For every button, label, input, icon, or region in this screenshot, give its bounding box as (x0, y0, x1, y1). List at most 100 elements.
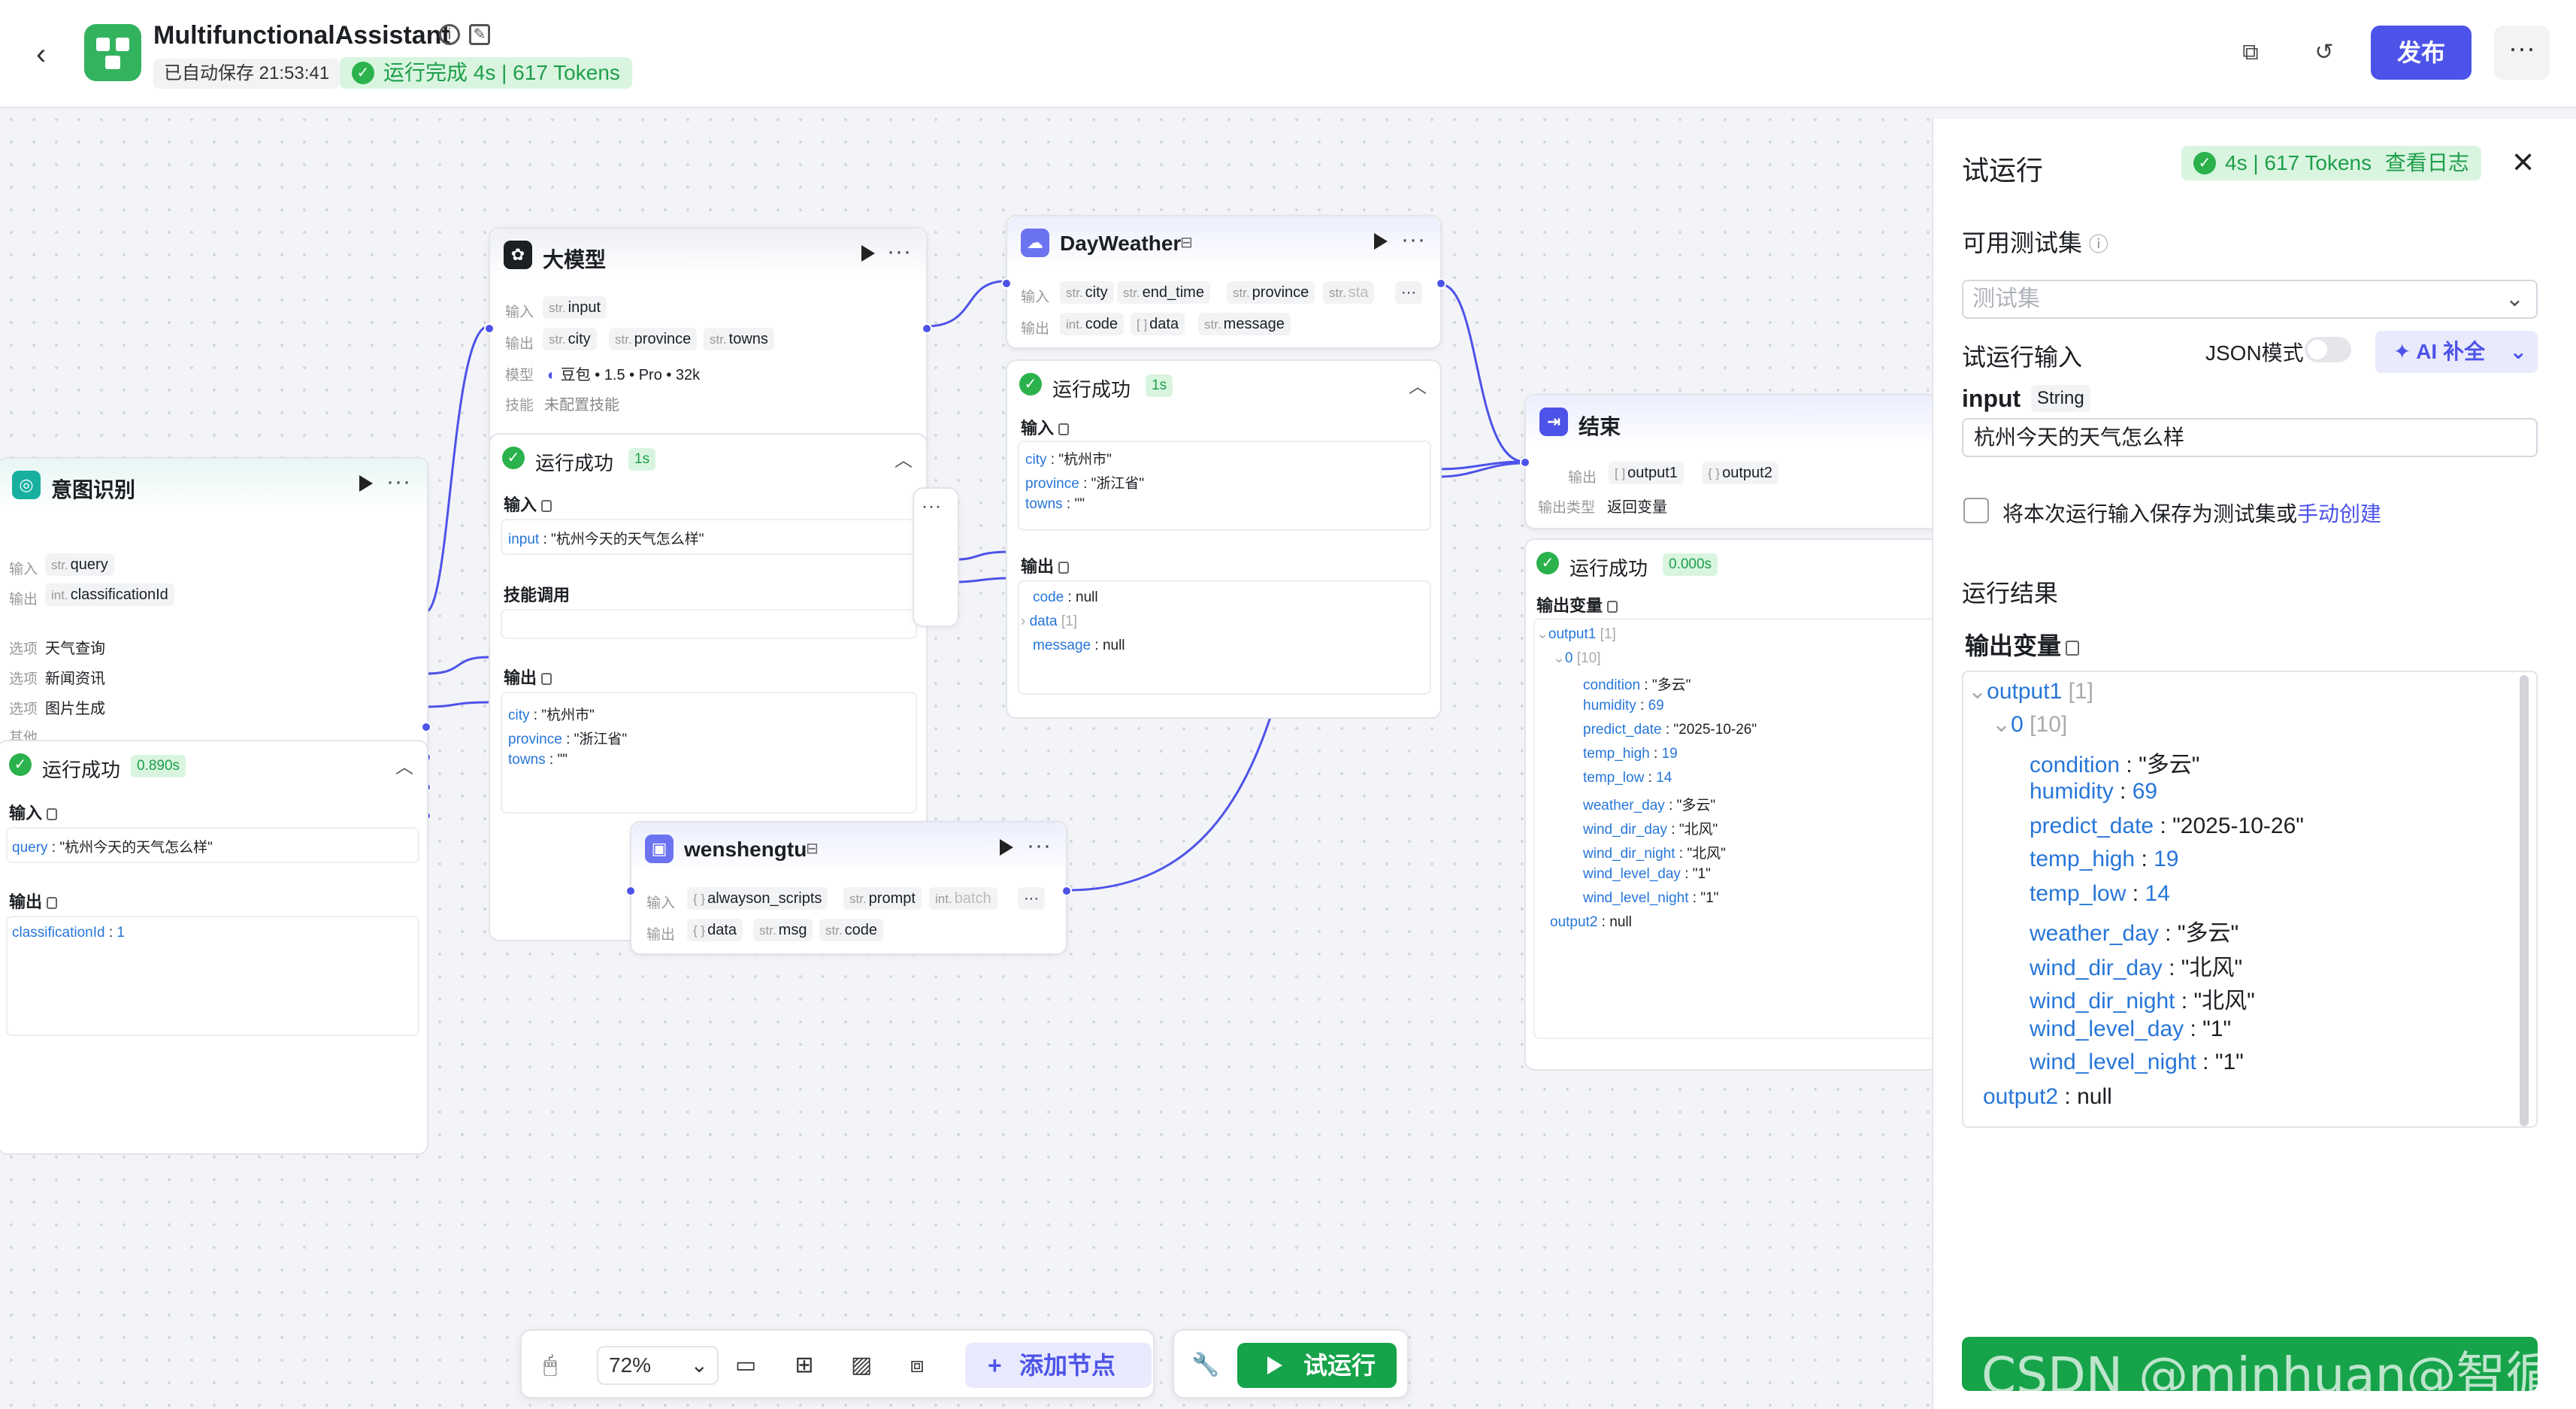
weather-input-line: towns : "" (1025, 496, 1085, 512)
input-port[interactable] (1001, 278, 1012, 289)
check-icon: ✓ (1536, 552, 1559, 574)
result-line: output2 : null (1983, 1084, 2112, 1109)
comment-icon[interactable]: ▭ (734, 1353, 757, 1377)
input-port[interactable] (1520, 457, 1530, 468)
testset-select[interactable]: 测试集⌄ (1962, 280, 2538, 319)
run-node-icon[interactable] (359, 475, 373, 492)
copy-icon (541, 673, 552, 686)
intent-output-value: classificationId : 1 (12, 925, 125, 941)
run-node-icon[interactable] (861, 245, 875, 262)
run-toolbar: 🔧 试运行 (1173, 1329, 1409, 1398)
result-scrollbar[interactable] (2520, 675, 2529, 1126)
end-var-line[interactable]: ⌄output1 [1] (1536, 626, 1616, 642)
check-icon: ✓ (1019, 373, 1042, 395)
end-var-line: condition : "多云" (1583, 677, 1691, 693)
weather-input-line: city : "杭州市" (1025, 452, 1112, 468)
run-footer-button[interactable] (1962, 1337, 2538, 1391)
output-port[interactable] (421, 722, 431, 732)
output-port[interactable] (922, 323, 932, 334)
node-more-icon[interactable]: ··· (386, 469, 411, 494)
input-value-field[interactable]: 杭州今天的天气怎么样 (1962, 418, 2538, 457)
node-more-icon[interactable]: ··· (887, 239, 912, 264)
option-image: 图片生成 (45, 701, 105, 717)
output-port[interactable] (1061, 886, 1072, 896)
copy-icon[interactable]: ⧉ (2242, 40, 2259, 65)
result-line: wind_level_night : "1" (2030, 1050, 2244, 1074)
collapse-icon[interactable]: ︿ (1409, 377, 1427, 397)
zoom-select[interactable]: 72%⌄ (597, 1346, 719, 1385)
result-line: temp_high : 19 (2030, 847, 2179, 871)
end-var-line: humidity : 69 (1583, 698, 1664, 714)
save-testset-checkbox[interactable] (1963, 498, 1989, 523)
history-icon[interactable]: ↺ (2314, 40, 2334, 65)
back-arrow-icon[interactable]: ‹ (36, 38, 47, 71)
llm-node[interactable]: ✿ 大模型 ··· 输入 str.input 输出 str.city str.p… (484, 227, 932, 535)
node-more-icon[interactable]: ··· (1401, 227, 1426, 252)
ai-fill-button[interactable]: ✦ AI 补全⌄ (2375, 331, 2538, 373)
node-more-icon[interactable]: ··· (922, 496, 942, 517)
view-log-link[interactable]: 查看日志 (2384, 151, 2469, 174)
dayweather-node[interactable]: ☁ DayWeather ⊟ ··· 输入 str.city str.end_t… (1001, 215, 1446, 349)
end-var-line[interactable]: ⌄0 [10] (1553, 650, 1601, 666)
option-weather: 天气查询 (45, 641, 105, 657)
more-tags[interactable]: ··· (1018, 887, 1045, 910)
end-var-line: temp_low : 14 (1583, 770, 1672, 786)
input-port[interactable] (484, 323, 495, 334)
option-news: 新闻资讯 (45, 671, 105, 687)
check-icon: ✓ (2193, 152, 2216, 174)
llm-output-line: towns : "" (508, 752, 568, 768)
intent-output-tag: int.classificationId (45, 583, 174, 606)
result-tree (1962, 671, 2538, 1128)
end-node[interactable]: ⇥ 结束 输出 [ ]output1 { }output2 输出类型 返回变量 (1520, 394, 1932, 529)
edit-icon[interactable]: ✎ (469, 24, 490, 45)
dayweather-title: DayWeather (1060, 232, 1182, 255)
app-title: MultifunctionalAssistant (153, 21, 450, 50)
output-vars-label: 输出变量 (1965, 627, 2080, 662)
result-line: humidity : 69 (2030, 779, 2158, 804)
more-tags[interactable]: ··· (1395, 281, 1422, 304)
end-var-line: wind_dir_day : "北风" (1583, 822, 1718, 838)
result-line[interactable]: ⌄0 [10] (1992, 712, 2068, 737)
run-result-label: 运行结果 (1962, 580, 2059, 607)
end-var-line: temp_high : 19 (1583, 746, 1678, 762)
collapsed-node[interactable]: ··· (913, 487, 959, 627)
close-icon[interactable]: × (2512, 141, 2535, 183)
image-node-icon: ▣ (645, 835, 674, 863)
llm-output-line: city : "杭州市" (508, 708, 595, 723)
copy-icon (2066, 640, 2080, 656)
check-icon: ✓ (502, 447, 525, 469)
result-line: wind_dir_night : "北风" (2030, 989, 2255, 1014)
more-options-icon[interactable]: ··· (2494, 26, 2550, 80)
result-line: weather_day : "多云" (2030, 921, 2239, 946)
publish-button[interactable]: 发布 (2371, 26, 2472, 80)
weather-output-line[interactable]: › data [1] (1021, 614, 1077, 629)
input-port[interactable] (625, 886, 636, 896)
manual-create-link[interactable]: 手动创建 (2297, 502, 2382, 526)
weather-output-line: code : null (1033, 589, 1098, 605)
copy-icon (47, 808, 58, 821)
result-line[interactable]: ⌄output1 [1] (1968, 679, 2093, 704)
run-node-icon[interactable] (1374, 233, 1388, 250)
minimap-icon[interactable]: ⧈ (910, 1353, 925, 1377)
mouse-mode-icon[interactable]: 🖱 (543, 1353, 557, 1377)
debug-wrench-icon[interactable]: 🔧 (1191, 1353, 1220, 1377)
wenshengtu-node[interactable]: ▣ wenshengtu ⊟ ··· 输入 { }alwayson_script… (625, 821, 1072, 955)
layout-icon[interactable]: ⊞ (795, 1353, 814, 1377)
workflow-canvas[interactable]: ◎ 意图识别 ··· 输入 str.query 输出 int.classific… (0, 108, 1932, 1409)
run-node-icon[interactable] (1000, 839, 1013, 856)
info-icon[interactable]: i (439, 24, 460, 45)
json-mode-toggle[interactable] (2305, 337, 2351, 362)
test-run-button[interactable]: 试运行 (1237, 1343, 1397, 1388)
input-param-label: input (1962, 385, 2021, 412)
plugin-icon: ⊟ (806, 841, 819, 857)
output-port[interactable] (1436, 278, 1446, 289)
copy-icon (1058, 562, 1070, 574)
image-icon[interactable]: ▨ (850, 1353, 873, 1377)
collapse-icon[interactable]: ︿ (395, 757, 413, 777)
app-logo-icon (84, 24, 141, 81)
collapse-icon[interactable]: ︿ (894, 450, 913, 471)
copy-icon (1058, 423, 1070, 436)
node-more-icon[interactable]: ··· (1027, 833, 1052, 858)
autosave-status: 已自动保存 21:53:41 (153, 59, 341, 89)
add-node-button[interactable]: +添加节点 (965, 1343, 1152, 1388)
